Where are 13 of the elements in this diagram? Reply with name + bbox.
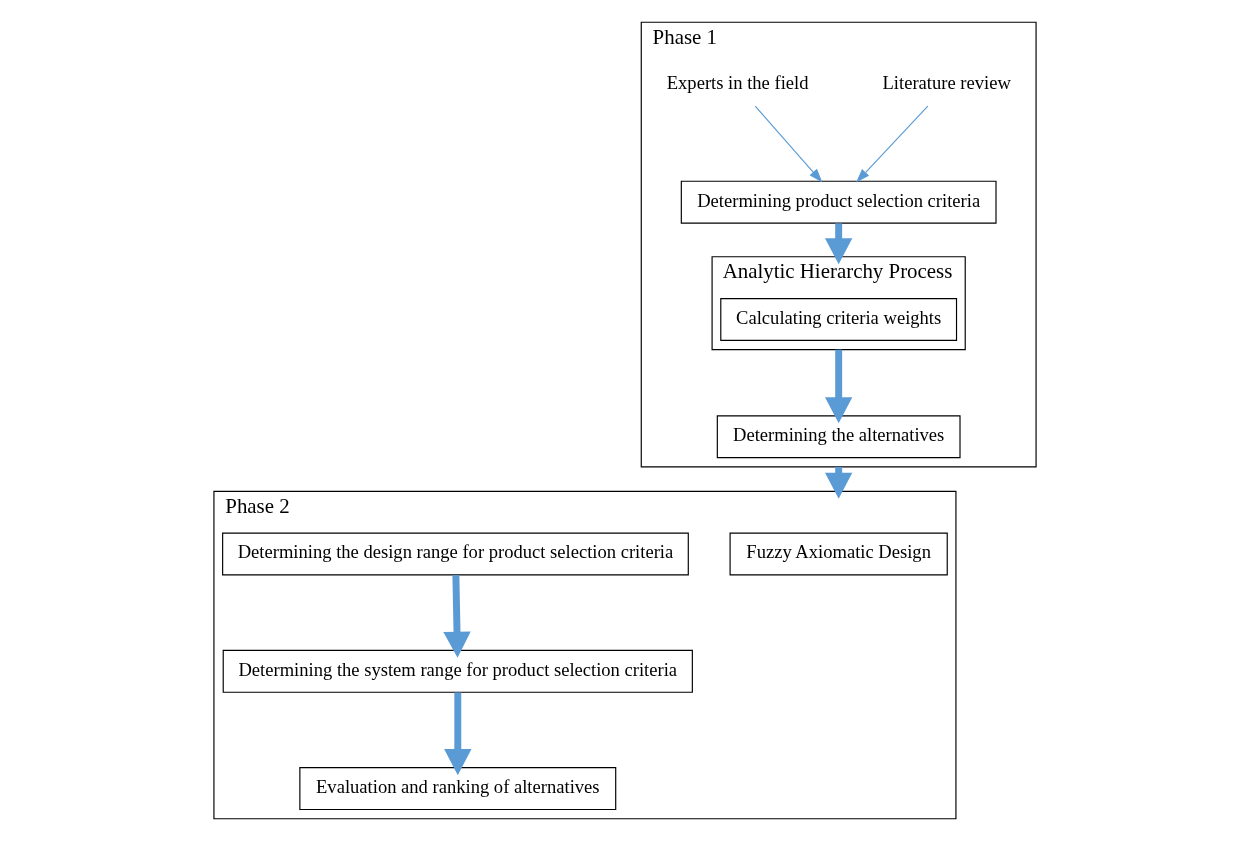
node-box: Determining the design range for product selection criteria [222,532,689,576]
node-box: Determining the system range for product selection criteria [222,649,693,693]
node-text: Experts in the field [666,72,809,94]
arrow [754,105,823,183]
node-box: Determining product selection criteria [680,180,997,224]
node-box: Fuzzy Axiomatic Design [729,532,948,576]
node-box: Evaluation and ranking of alternatives [299,767,617,811]
node-text: Literature review [882,72,1011,94]
node-box: Calculating criteria weights [720,298,958,341]
node-box: Determining the alternatives [716,415,961,459]
arrow [444,692,472,776]
arrow [824,349,853,424]
arrow [856,105,929,183]
